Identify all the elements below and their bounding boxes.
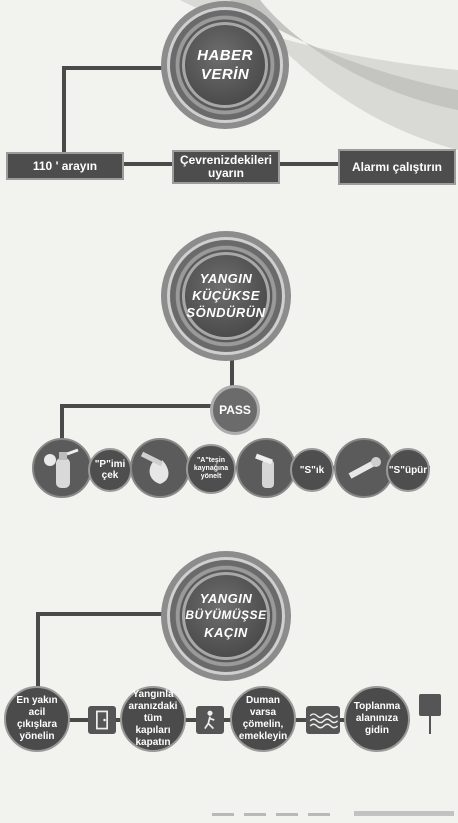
warn-people-label: Çevrenizdekileri uyarın bbox=[179, 153, 273, 180]
escape-item-assembly-label: Toplanma alanınıza gidin bbox=[353, 701, 401, 736]
pass-step-p: "P"imi çek bbox=[88, 448, 132, 492]
squeeze-image bbox=[236, 438, 296, 498]
connector-line bbox=[230, 340, 234, 388]
haber-verin-inner: HABER VERİN bbox=[182, 22, 268, 108]
escape-item-smoke: Duman varsa çömelin, emekleyin bbox=[230, 686, 296, 752]
connector-line bbox=[120, 162, 180, 166]
sweep-hand-icon bbox=[348, 457, 381, 479]
step2-title-line1: YANGIN bbox=[199, 271, 253, 287]
pass-step-s2-label: "S"üpür bbox=[388, 464, 428, 476]
pass-step-s1-label: "S"ık bbox=[299, 464, 325, 476]
step3-title-line3: KAÇIN bbox=[204, 625, 248, 641]
warn-people-box: Çevrenizdekileri uyarın bbox=[172, 150, 280, 184]
pass-step-p-label: "P"imi çek bbox=[94, 459, 126, 481]
extinguisher-hand-icon bbox=[255, 453, 274, 488]
fire-extinguisher-icon bbox=[44, 448, 79, 488]
connector-line bbox=[60, 404, 64, 442]
escape-item-exits-label: En yakın acil çıkışlara yönelin bbox=[16, 695, 58, 742]
connector-line bbox=[36, 612, 176, 616]
call-110-label: 110 ' arayın bbox=[32, 158, 98, 173]
running-person-icon bbox=[196, 706, 224, 734]
escape-item-assembly: Toplanma alanınıza gidin bbox=[344, 686, 410, 752]
yangin-buyumusse-circle: YANGIN BÜYÜMÜŞSE KAÇIN bbox=[170, 560, 282, 672]
alarm-box: Alarmı çalıştırın bbox=[338, 149, 456, 185]
yangin-kucukse-circle: YANGIN KÜÇÜKSE SÖNDÜRÜN bbox=[170, 240, 282, 352]
step1-title-line2: VERİN bbox=[200, 65, 250, 83]
step3-title-line2: BÜYÜMÜŞSE bbox=[185, 608, 267, 623]
alarm-label: Alarmı çalıştırın bbox=[351, 159, 443, 174]
connector-line bbox=[62, 66, 174, 70]
step1-title-line1: HABER bbox=[197, 46, 253, 64]
decor-dash bbox=[244, 813, 266, 816]
connector-line bbox=[60, 404, 212, 408]
escape-item-doors: Yangınla aranızdaki tüm kapıları kapatın bbox=[120, 686, 186, 752]
aim-image bbox=[130, 438, 190, 498]
pass-step-a: "A"teşin kaynağına yönelt bbox=[186, 444, 236, 494]
yangin-buyumusse-inner: YANGIN BÜYÜMÜŞSE KAÇIN bbox=[182, 572, 270, 660]
step3-title-line1: YANGIN bbox=[199, 591, 253, 607]
pull-pin-image bbox=[32, 438, 92, 498]
pass-step-s1: "S"ık bbox=[290, 448, 334, 492]
pass-circle: PASS bbox=[210, 385, 260, 435]
decor-dash bbox=[308, 813, 330, 816]
smoke-waves-icon bbox=[306, 706, 340, 734]
step2-title-line3: SÖNDÜRÜN bbox=[186, 305, 266, 321]
connector-line bbox=[62, 66, 66, 162]
escape-item-smoke-label: Duman varsa çömelin, emekleyin bbox=[238, 695, 288, 742]
connector-line bbox=[36, 612, 40, 688]
exit-door-icon bbox=[88, 706, 116, 734]
decor-dash bbox=[212, 813, 234, 816]
decor-bar bbox=[354, 811, 454, 816]
pass-step-s2: "S"üpür bbox=[386, 448, 430, 492]
call-110-box: 110 ' arayın bbox=[6, 152, 124, 180]
escape-item-doors-label: Yangınla aranızdaki tüm kapıları kapatın bbox=[128, 689, 178, 748]
connector-line bbox=[278, 162, 340, 166]
assembly-point-icon bbox=[418, 692, 442, 736]
pass-step-a-label: "A"teşin kaynağına yönelt bbox=[193, 457, 229, 480]
yangin-kucukse-inner: YANGIN KÜÇÜKSE SÖNDÜRÜN bbox=[182, 252, 270, 340]
sweep-image bbox=[334, 438, 394, 498]
flame-icon bbox=[140, 451, 169, 484]
decor-dash bbox=[276, 813, 298, 816]
step2-title-line2: KÜÇÜKSE bbox=[192, 288, 260, 304]
haber-verin-circle: HABER VERİN bbox=[170, 10, 280, 120]
pass-label: PASS bbox=[219, 403, 251, 417]
connector-line bbox=[40, 718, 410, 722]
escape-item-exits: En yakın acil çıkışlara yönelin bbox=[4, 686, 70, 752]
